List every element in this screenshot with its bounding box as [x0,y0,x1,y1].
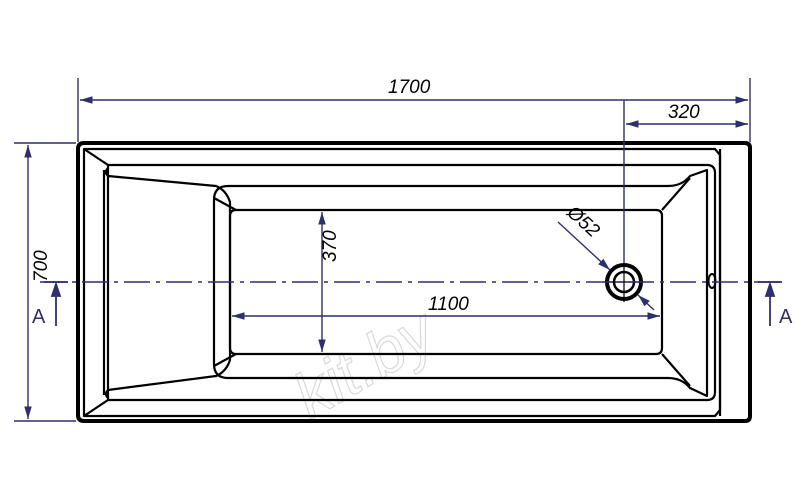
basin-corner-tl [213,197,237,211]
corner-line-bottom [83,399,109,417]
outer-rim [76,141,752,423]
dim-inner-depth-width: 370 [320,230,341,262]
basin-inner [228,208,664,356]
section-label-left: A [32,306,46,328]
tub-outline [76,141,752,423]
backrest-slope [104,167,232,399]
dim-overall-length: 1700 [388,77,431,98]
dim-drain-diameter: Ø52 [562,201,604,242]
section-label-right: A [779,306,793,328]
corner-line-top [83,148,109,166]
section-mark-left [44,281,68,326]
inner-contour-1 [106,163,717,402]
watermark: kit.by [281,293,450,432]
basin-corner-tr [661,177,691,211]
overflow-hole [707,273,717,289]
dim-inner-length: 1100 [428,294,469,315]
basin-outer [212,168,709,398]
dim-drain-offset: 320 [668,102,700,123]
dim-overall-width: 700 [31,250,52,282]
section-mark-right [758,281,782,326]
basin-corner-br [661,353,691,387]
dimension-lines [14,78,751,422]
tub-inner-lines [82,147,722,418]
dim-line-d52 [557,221,611,271]
basin-corner-bl [213,353,237,367]
